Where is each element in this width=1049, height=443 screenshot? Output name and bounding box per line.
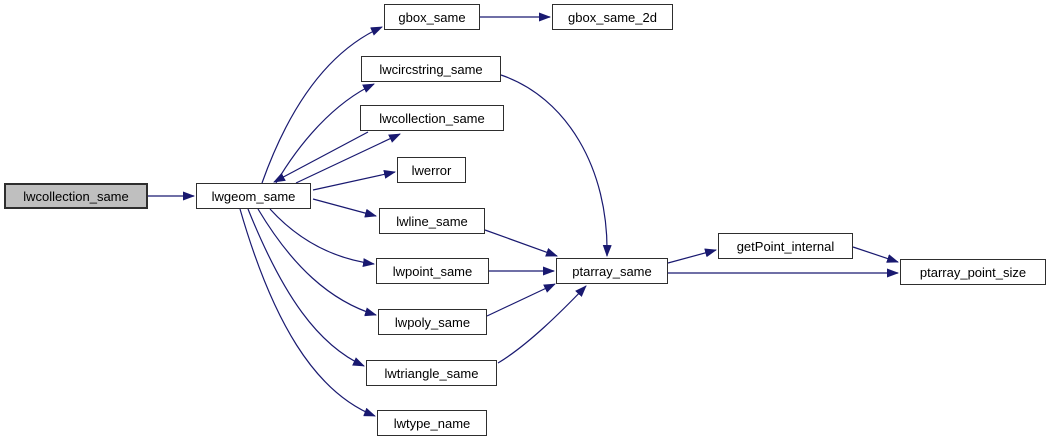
node-lwpoly-same[interactable]: lwpoly_same — [378, 309, 487, 335]
node-lwcollection-same[interactable]: lwcollection_same — [360, 105, 504, 131]
edge-lwcollection-same-to-lwgeom-same — [273, 131, 369, 183]
node-ptarray-same[interactable]: ptarray_same — [556, 258, 668, 284]
edge-lwgeom-same-to-lwline-same — [312, 198, 377, 218]
node-lwcircstring-same[interactable]: lwcircstring_same — [361, 56, 501, 82]
edge-lwline-same-to-ptarray-same — [484, 229, 558, 257]
node-lwerror[interactable]: lwerror — [397, 157, 466, 183]
edge-lwcircstring-same-to-ptarray-same — [500, 74, 612, 257]
node-gbox-same[interactable]: gbox_same — [384, 4, 480, 30]
edge-lwgeom-same-to-lwtype-name — [239, 208, 376, 417]
node-lwgeom-same[interactable]: lwgeom_same — [196, 183, 311, 209]
edge-lwgeom-same-to-lwtriangle-same — [247, 208, 365, 367]
edge-lwtriangle-same-to-ptarray-same — [497, 285, 587, 364]
edge-lwgeom-same-to-lwerror — [312, 169, 396, 191]
edge-lwgeom-same-to-lwpoly-same — [257, 208, 377, 317]
node-lwcollection-same-root: lwcollection_same — [4, 183, 148, 209]
node-lwtriangle-same[interactable]: lwtriangle_same — [366, 360, 497, 386]
node-getpoint-internal[interactable]: getPoint_internal — [718, 233, 853, 259]
node-lwline-same[interactable]: lwline_same — [379, 208, 485, 234]
edge-getpoint-internal-to-ptarray-point-size — [852, 246, 899, 263]
edge-ptarray-same-to-getpoint-internal — [667, 248, 717, 264]
node-ptarray-point-size[interactable]: ptarray_point_size — [900, 259, 1046, 285]
edge-lwgeom-same-to-lwpoint-same — [269, 208, 375, 268]
edge-lwgeom-same-to-lwcollection-same — [295, 133, 401, 184]
node-gbox-same-2d[interactable]: gbox_same_2d — [552, 4, 673, 30]
edge-lwpoly-same-to-ptarray-same — [486, 283, 556, 317]
node-lwtype-name[interactable]: lwtype_name — [377, 410, 487, 436]
node-lwpoint-same[interactable]: lwpoint_same — [376, 258, 489, 284]
edge-lwgeom-same-to-lwcircstring-same — [275, 83, 375, 184]
